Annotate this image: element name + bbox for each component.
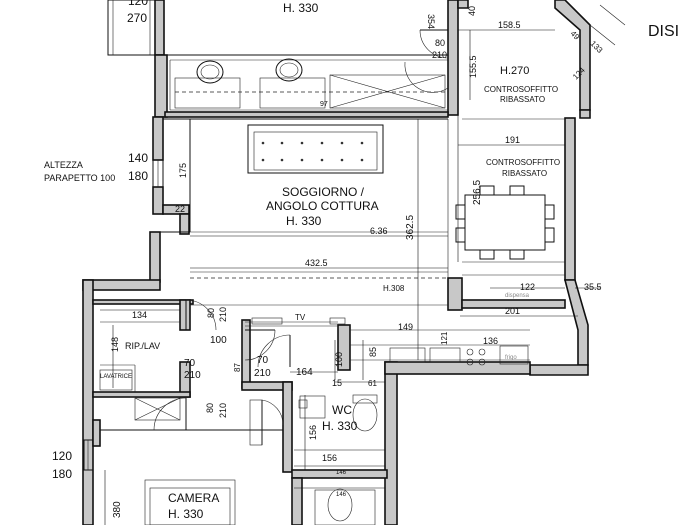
window-bottom-left-top: 120 (52, 449, 72, 463)
dim-148: 148 (110, 337, 120, 352)
dim-85: 85 (368, 347, 378, 357)
window-top-left-top: 120 (128, 0, 148, 8)
windows (83, 0, 626, 471)
door-top-w: 80 (435, 38, 445, 48)
window-left-bottom: 180 (128, 169, 148, 183)
lavatrice-label: LAVATRICE (100, 374, 132, 380)
controsoffitto-1b: RIBASSATO (500, 95, 545, 104)
soggiorno-line2: ANGOLO COTTURA (266, 199, 379, 213)
dim-136: 136 (483, 336, 498, 346)
dim-156a: 156 (308, 425, 318, 440)
corner-label: DISI (648, 23, 679, 40)
wc-name: WC (332, 403, 352, 417)
dim-40: 40 (467, 6, 477, 16)
soggiorno-line1: SOGGIORNO / (282, 185, 365, 199)
dim-61: 61 (368, 379, 377, 388)
door-top-h: 210 (432, 50, 447, 60)
dim-121: 121 (440, 331, 449, 345)
soggiorno-height: H. 330 (286, 214, 322, 228)
dim-636: 6.36 (370, 226, 388, 236)
dim-191: 191 (505, 135, 520, 145)
door-camera-h: 210 (218, 403, 228, 418)
camera-name: CAMERA (168, 491, 219, 505)
dim-97: 97 (320, 101, 328, 108)
door-wc-h: 210 (254, 368, 271, 379)
door-side-h: 210 (218, 307, 228, 322)
door-side-w: 80 (206, 308, 216, 318)
dim-134: 134 (132, 310, 147, 320)
dim-3625: 362.5 (405, 215, 416, 240)
altezza-label-1: ALTEZZA (44, 160, 83, 170)
walls (82, 0, 591, 525)
camera-height: H. 330 (168, 507, 204, 521)
dim-100a: 100 (210, 335, 227, 346)
dim-380: 380 (112, 501, 123, 518)
altezza-label-2: PARAPETTO 100 (44, 173, 115, 183)
dim-156b: 156 (322, 453, 337, 463)
dim-22: 22 (175, 204, 185, 214)
tv-label: TV (295, 313, 306, 322)
dim-149: 149 (398, 322, 413, 332)
dim-15: 15 (332, 378, 342, 388)
top-room-height: H. 330 (283, 1, 319, 15)
h308-label: H.308 (383, 284, 405, 293)
door-wc-w: 70 (257, 355, 269, 366)
window-bottom-left-bottom: 180 (52, 467, 72, 481)
wc-height: H. 330 (322, 419, 358, 433)
dim-133: 133 (589, 39, 605, 55)
window-left-side: 175 (178, 163, 188, 178)
dim-354: 354 (426, 14, 436, 29)
frigo-label: frigo (505, 355, 517, 361)
window-left-top: 140 (128, 151, 148, 165)
window-top-left-bottom: 270 (127, 11, 147, 25)
dim-2565: 256.5 (472, 180, 483, 205)
dim-201: 201 (505, 306, 520, 316)
dim-1555: 155.5 (468, 55, 478, 78)
furniture (99, 58, 555, 525)
rip-lav-label: RIP./LAV (125, 341, 160, 351)
dim-122: 122 (520, 282, 535, 292)
controsoffitto-1a: CONTROSOFFITTO (484, 85, 558, 94)
dim-146a: 146 (336, 470, 347, 476)
dim-146b: 146 (336, 492, 347, 498)
controsoffitto-2b: RIBASSATO (502, 169, 547, 178)
dim-4325: 432.5 (305, 258, 328, 268)
h270-label: H.270 (500, 65, 529, 77)
door-rip-h: 210 (184, 370, 201, 381)
dim-164: 164 (296, 367, 313, 378)
dim-355: 35.5 (584, 282, 602, 292)
doors (153, 29, 449, 445)
dim-100b: 100 (334, 352, 344, 367)
dim-87: 87 (233, 363, 242, 372)
dispensa-label: dispensa (505, 293, 530, 299)
structure-lines (100, 29, 600, 525)
dim-1585: 158.5 (498, 20, 521, 30)
controsoffitto-2a: CONTROSOFFITTO (486, 158, 560, 167)
labels: DISI H. 330 120 270 ALTEZZA PARAPETTO 10… (44, 0, 679, 521)
door-camera-w: 80 (205, 403, 215, 413)
door-rip-w: 70 (184, 358, 196, 369)
